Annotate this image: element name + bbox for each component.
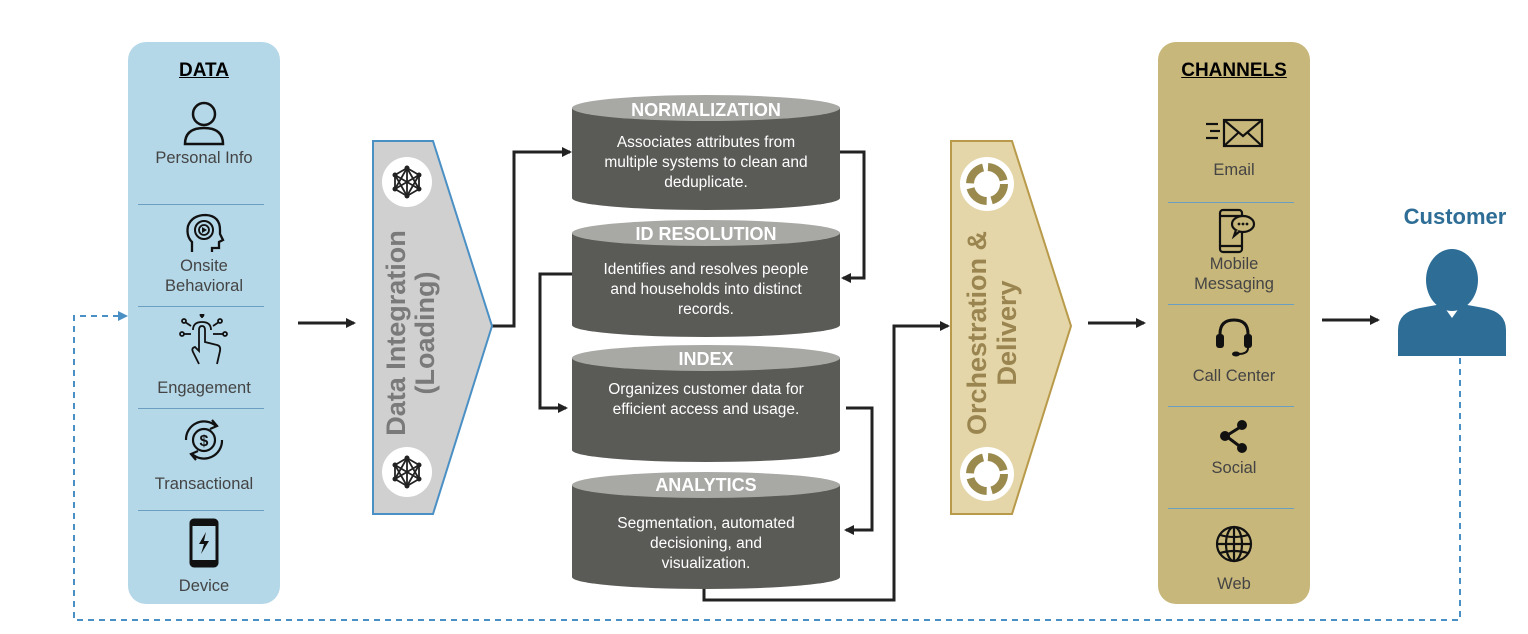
feedback-loop-line <box>73 311 1461 621</box>
share-icon <box>1220 420 1247 453</box>
channel-item-call-center: Call Center <box>1158 314 1310 386</box>
globe-icon <box>1215 525 1253 563</box>
divider <box>1168 406 1294 407</box>
cylinder-index <box>572 345 840 462</box>
cycle-icon <box>960 157 1014 211</box>
divider <box>138 306 264 307</box>
channel-item-email: Email <box>1158 116 1310 180</box>
arrow-integration-to-normalization <box>492 147 572 328</box>
data-item-label: Transactional <box>154 475 254 493</box>
orchestration-label-line2: Delivery <box>992 280 1022 386</box>
stage-analytics: ANALYTICS Segmentation, automated decisi… <box>572 474 840 584</box>
divider <box>1168 508 1294 509</box>
stage-description: Associates attributes from multiple syst… <box>586 133 826 193</box>
data-item-label: Engagement <box>157 379 251 397</box>
stage-description-line: Organizes customer data for <box>608 381 804 398</box>
data-item-engagement: Engagement <box>128 314 280 398</box>
orchestration-label: Orchestration & Delivery <box>962 203 1024 463</box>
channel-item-mobile-messaging: Mobile Messaging <box>1158 208 1310 294</box>
divider <box>138 408 264 409</box>
data-item-label: Personal Info <box>155 149 253 167</box>
cylinder-normalization <box>572 95 840 210</box>
network-icon <box>382 157 432 207</box>
stage-description-line: Segmentation, automated <box>617 515 795 532</box>
stage-title: NORMALIZATION <box>631 100 781 120</box>
stage-id-resolution: ID RESOLUTION Identifies and resolves pe… <box>572 222 840 332</box>
integration-label-line2: (Loading) <box>410 271 440 395</box>
cylinder-analytics <box>572 472 840 589</box>
data-panel: DATA Personal Info Onsite Behavioral <box>128 42 280 604</box>
divider <box>138 204 264 205</box>
data-panel-title: DATA <box>179 60 229 81</box>
channel-item-label: Email <box>1213 161 1255 179</box>
person-icon <box>183 101 225 146</box>
channel-item-label: Call Center <box>1192 367 1276 385</box>
integration-label-line1: Data Integration <box>381 230 411 436</box>
network-icon <box>382 447 432 497</box>
integration-chevron <box>372 140 494 515</box>
divider <box>138 510 264 511</box>
orchestration-chevron <box>950 140 1073 515</box>
stage-title: ANALYTICS <box>655 475 757 495</box>
arrow-analytics-to-orchestration <box>702 321 950 602</box>
cycle-icon <box>960 447 1014 501</box>
channel-item-label: Messaging <box>1194 275 1274 293</box>
stage-normalization: NORMALIZATION Associates attributes from… <box>572 97 840 207</box>
stage-description-line: Associates attributes from <box>616 134 796 151</box>
data-item-label: Device <box>178 577 230 595</box>
customer-avatar-icon <box>1398 249 1506 356</box>
channel-item-label: Mobile <box>1209 255 1259 273</box>
data-item-device: Device <box>128 518 280 596</box>
stage-description-line: Identifies and resolves people <box>603 261 809 278</box>
headset-icon <box>1216 318 1252 357</box>
stage-title: INDEX <box>678 349 734 369</box>
stage-description-line: efficient access and usage. <box>612 401 800 418</box>
data-item-transactional: $ Transactional <box>128 414 280 494</box>
channels-panel-title: CHANNELS <box>1181 60 1287 81</box>
cylinder-id-resolution <box>572 220 840 337</box>
arrow-index-to-analytics <box>844 406 874 535</box>
stage-description-line: multiple systems to clean and <box>604 154 808 171</box>
channel-item-label: Social <box>1211 459 1257 477</box>
integration-label: Data Integration (Loading) <box>381 203 442 463</box>
divider <box>1168 202 1294 203</box>
data-item-onsite-behavioral: Onsite Behavioral <box>128 212 280 296</box>
arrow-normalization-to-idresolution <box>840 150 866 283</box>
stage-description-line: deduplicate. <box>664 174 748 191</box>
email-icon <box>1206 118 1264 148</box>
stage-description-line: decisioning, and <box>649 535 763 552</box>
stage-description: Segmentation, automated decisioning, and… <box>586 514 826 574</box>
channel-item-label: Web <box>1217 575 1251 593</box>
channel-item-social: Social <box>1158 416 1310 478</box>
data-item-personal-info: Personal Info <box>128 100 280 168</box>
mobile-chat-icon <box>1218 208 1256 254</box>
channels-panel: CHANNELS Email Mobile Messaging <box>1158 42 1310 604</box>
svg-text:$: $ <box>200 433 209 450</box>
hand-tap-icon <box>179 314 228 365</box>
data-item-label: Onsite <box>180 257 228 275</box>
mobile-charge-icon <box>189 518 219 568</box>
arrow-idresolution-to-index <box>538 272 572 413</box>
stage-description-line: records. <box>678 301 734 318</box>
orchestration-label-line1: Orchestration & <box>962 230 992 436</box>
stage-description: Organizes customer data for efficient ac… <box>586 380 826 420</box>
head-gear-icon <box>186 213 225 252</box>
stage-description-line: and households into distinct <box>610 281 802 298</box>
stage-title: ID RESOLUTION <box>635 224 777 244</box>
stage-description-line: visualization. <box>661 555 751 572</box>
channel-item-web: Web <box>1158 524 1310 594</box>
divider <box>1168 304 1294 305</box>
stage-index: INDEX Organizes customer data for effici… <box>572 347 840 457</box>
dollar-cycle-icon: $ <box>184 419 224 461</box>
customer-title: Customer <box>1403 204 1507 229</box>
stage-description: Identifies and resolves people and house… <box>586 260 826 320</box>
data-item-label: Behavioral <box>165 277 243 295</box>
